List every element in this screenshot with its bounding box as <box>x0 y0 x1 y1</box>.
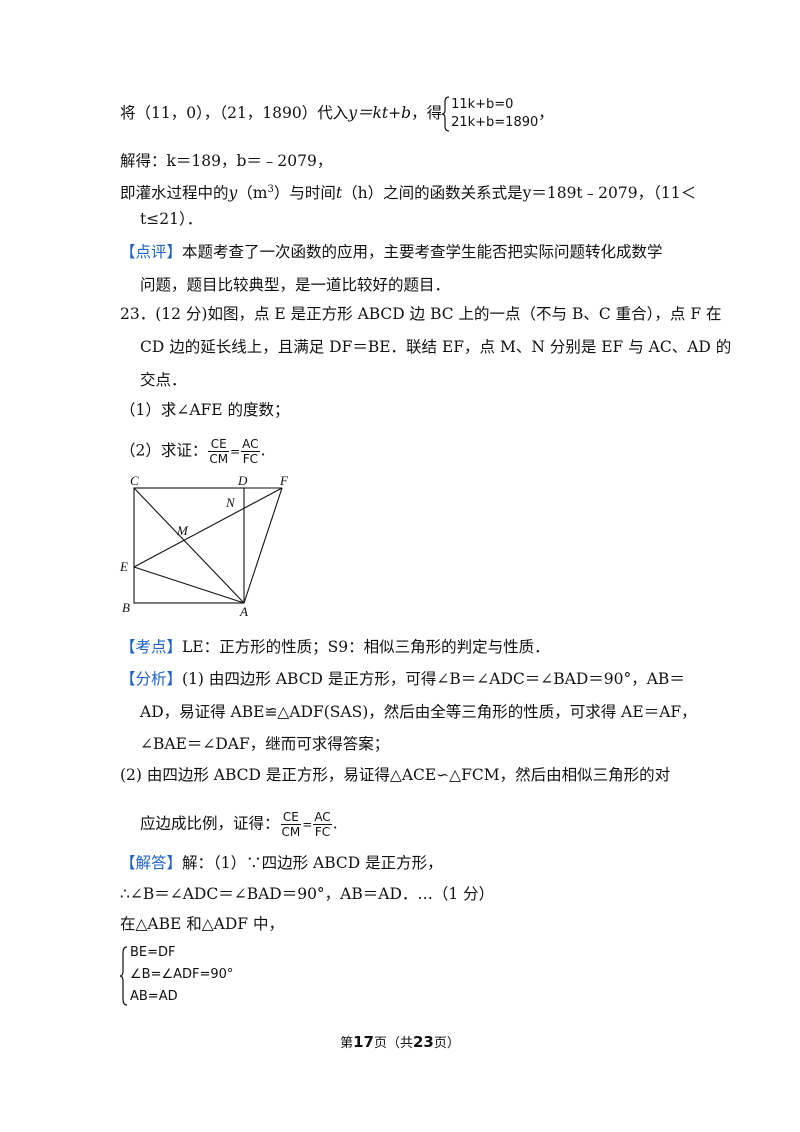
kaodian-text: LE：正方形的性质；S9：相似三角形的判定与性质． <box>182 638 550 656</box>
fraction-numerator: AC <box>241 437 260 452</box>
label-f: F <box>279 473 289 488</box>
comment-text-1: 本题考查了一次函数的应用，主要考查学生能否把实际问题转化成数学 <box>182 243 663 261</box>
label-e: E <box>119 559 128 574</box>
jieda-line-3: 在△ABE 和△ADF 中， <box>120 915 284 933</box>
part-2-prefix: （2）求证： <box>120 441 208 460</box>
comment-line-1: 【点评】本题考查了一次函数的应用，主要考查学生能否把实际问题转化成数学 <box>120 241 663 263</box>
fenxi-tag: 【分析】 <box>120 670 183 688</box>
relation-domain-start: ，（11＜ <box>637 184 697 203</box>
left-brace-icon <box>442 96 450 132</box>
equation-system: 11k+b=0 21k+b=1890 <box>442 96 538 132</box>
system-equation-1: 11k+b=0 <box>451 97 514 112</box>
relation-text-c: ）与时间 <box>273 184 336 203</box>
fraction-denominator: CM <box>209 452 229 466</box>
fenxi-line-2: AD，易证得 ABE≌△ADF(SAS)，然后由全等三角形的性质，可求得 AE＝… <box>140 703 697 721</box>
question-23-line-1: 23．(12 分)如图，点 E 是正方形 ABCD 边 BC 上的一点（不与 B… <box>120 305 722 323</box>
relation-equation: y＝189t﹣2079 <box>522 184 638 203</box>
total-pages: 23 <box>413 1033 434 1051</box>
substitution-mid: ，得 <box>411 104 443 122</box>
label-m: M <box>176 523 189 538</box>
page-footer: 第17页（共23页） <box>0 1032 800 1051</box>
substitution-line: 将（11，0），（21，1890）代入y＝kt+b，得 11k+b=0 21k+b=… <box>120 96 554 132</box>
page-number: 17 <box>353 1033 374 1051</box>
segment-ea <box>133 566 245 604</box>
condition-1: BE=DF <box>130 945 176 960</box>
fraction-numerator: CE <box>208 437 230 452</box>
question-23-line-3: 交点． <box>140 371 187 389</box>
left-brace-icon <box>120 946 128 1006</box>
question-23-line-2: CD 边的延长线上，且满足 DF＝BE．联结 EF，点 M、N 分别是 EF 与… <box>140 338 732 356</box>
fraction-numerator: CE <box>280 810 302 825</box>
condition-2: ∠B=∠ADF=90° <box>130 967 234 982</box>
fraction-denominator: FC <box>242 452 258 466</box>
condition-3: AB=AD <box>130 989 178 1004</box>
fenxi-text-1: (1) 由四边形 ABCD 是正方形，可得∠B＝∠ADC＝∠BAD＝90°，AB… <box>182 670 685 688</box>
function-relation-line: 即灌水过程中的y（m3）与时间t（h）之间的函数关系式是y＝189t﹣2079，… <box>120 179 696 204</box>
fenxi-line-1: 【分析】(1) 由四边形 ABCD 是正方形，可得∠B＝∠ADC＝∠BAD＝90… <box>120 668 685 690</box>
footer-mid: 页（共 <box>373 1036 413 1051</box>
fenxi-line-5-prefix: 应边成比例，证得： <box>140 814 280 833</box>
fraction-numerator: AC <box>313 810 332 825</box>
fenxi-line-4: (2) 由四边形 ABCD 是正方形，易证得△ACE∽△FCM，然后由相似三角形… <box>120 766 671 784</box>
var-y: y <box>228 184 238 203</box>
kaodian-line: 【考点】LE：正方形的性质；S9：相似三角形的判定与性质． <box>120 636 550 658</box>
fraction-denominator: CM <box>281 825 301 839</box>
label-d: D <box>237 473 248 488</box>
relation-text-a: 即灌水过程中的 <box>120 184 229 203</box>
jieda-line-1: 【解答】解：（1）∵四边形 ABCD 是正方形， <box>120 852 443 874</box>
substitution-suffix: ， <box>538 104 554 122</box>
equals-sign: = <box>302 817 313 832</box>
square-abcd <box>133 487 245 604</box>
substitution-prefix: 将（11，0），（21，1890）代入 <box>120 104 349 122</box>
solution-values: 解得：k＝189，b＝﹣2079， <box>120 152 333 170</box>
segment-ef <box>133 487 283 568</box>
label-a: A <box>239 604 248 619</box>
jieda-line-2: ∴∠B＝∠ADC＝∠BAD＝90°，AB＝AD．…（1 分） <box>120 885 495 903</box>
relation-domain-end: t≤21）． <box>140 210 203 228</box>
congruence-conditions: BE=DF ∠B=∠ADF=90° AB=AD <box>120 942 233 1008</box>
var-t: t <box>335 184 343 203</box>
diagonal-ca <box>133 487 245 604</box>
jieda-tag: 【解答】 <box>120 854 183 872</box>
linear-equation: y＝kt+b <box>348 104 412 122</box>
fenxi-line-3: ∠BAE＝∠DAF，继而可求得答案； <box>140 735 390 753</box>
label-b: B <box>122 600 130 615</box>
period: . <box>260 441 266 460</box>
question-23-part-1: （1）求∠AFE 的度数； <box>120 401 290 419</box>
footer-post: 页） <box>433 1036 460 1051</box>
relation-unit-open: （m <box>237 184 268 203</box>
label-c: C <box>130 473 139 488</box>
unit-exponent: 3 <box>267 184 274 195</box>
relation-text-d: （h）之间的函数关系式是 <box>342 184 523 203</box>
jieda-text-1: 解：（1）∵四边形 ABCD 是正方形， <box>182 854 443 872</box>
comment-line-2: 问题，题目比较典型，是一道比较好的题目． <box>140 276 451 294</box>
square-geometry-figure: C D F N M E B A <box>119 473 289 619</box>
footer-pre: 第 <box>340 1036 354 1051</box>
segment-af <box>243 487 283 604</box>
comment-tag: 【点评】 <box>120 243 183 261</box>
fraction-denominator: FC <box>314 825 331 839</box>
label-n: N <box>225 495 236 510</box>
period: . <box>332 814 338 833</box>
kaodian-tag: 【考点】 <box>120 638 183 656</box>
system-equation-2: 21k+b=1890 <box>451 115 539 130</box>
equals-sign: = <box>230 444 241 459</box>
